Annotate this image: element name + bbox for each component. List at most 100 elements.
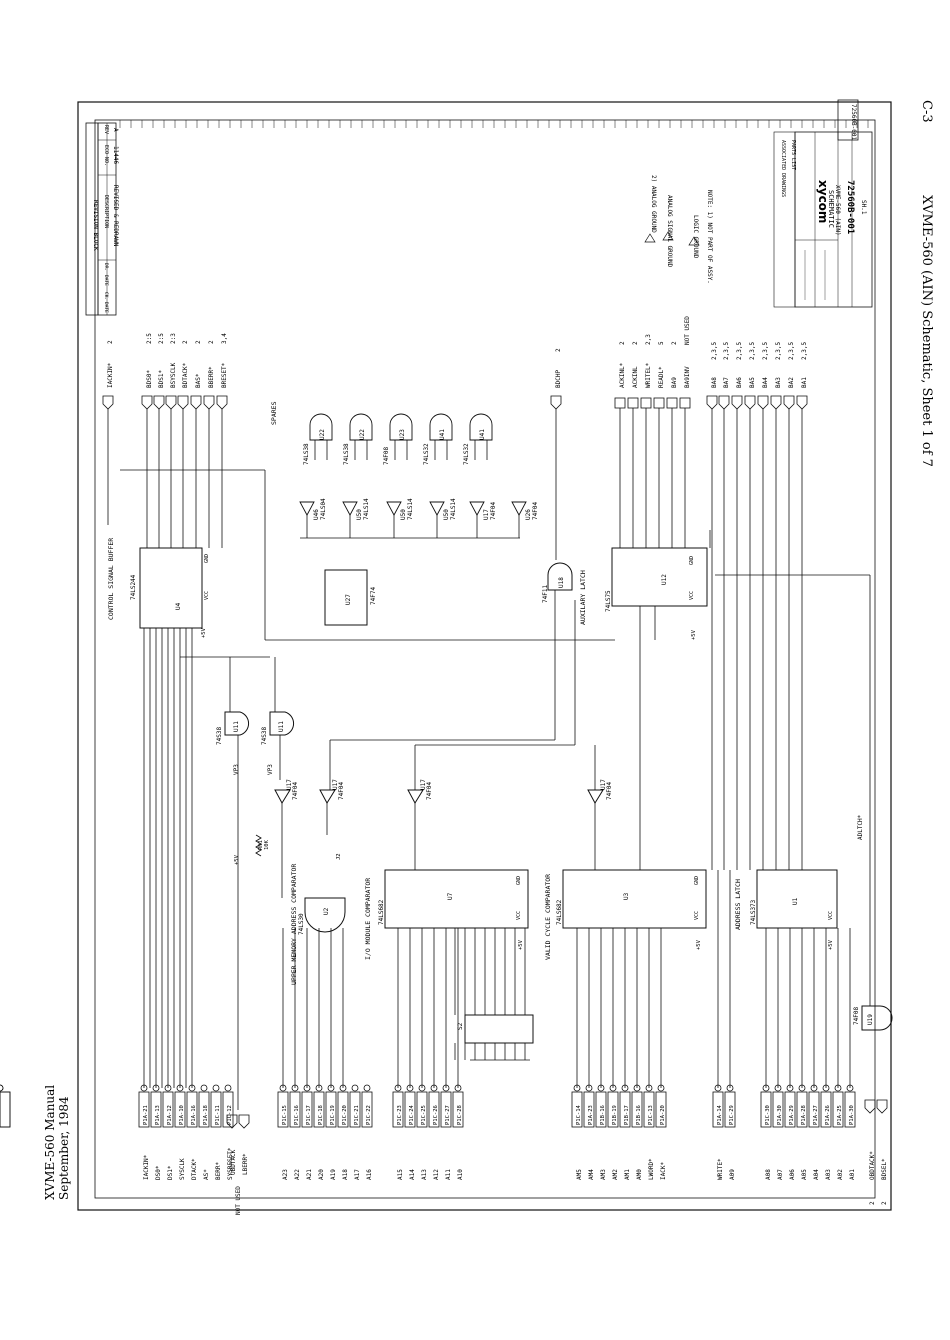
right-addr-name-1: BA7 xyxy=(723,377,730,388)
right-mid-ref-1: 2 xyxy=(632,341,639,345)
right-addr-ref-5: 2,3,5 xyxy=(775,342,782,360)
sheet-title: XVME-560 (AIN) Schematic, Sheet 1 of 7 xyxy=(919,195,934,467)
left-g1-con-2: P1A-12 xyxy=(167,1105,173,1125)
left-g4-con-2: P1B-16 xyxy=(600,1105,606,1125)
label-io-module-comparator: I/O MODULE COMPARATOR xyxy=(364,878,372,960)
spare-gates: 74LS38U2274LS38U2274F08U2374LS32U4174LS3… xyxy=(299,413,539,539)
u4-vcc: VCC xyxy=(204,591,210,600)
left-g2-name-2: A21 xyxy=(306,1169,313,1180)
u3-vcc: VCC xyxy=(694,911,700,920)
u4-part: 74LS244 xyxy=(130,574,137,600)
vp3-label-b: VP3 xyxy=(267,764,274,775)
left-g2-name-4: A19 xyxy=(330,1169,337,1180)
u1-vcc: VCC xyxy=(828,911,834,920)
drawing-number: 72560B-001 xyxy=(845,180,855,234)
vp3-label-a: VP3 xyxy=(233,764,240,775)
right-conn-name-2: BDS1* xyxy=(158,370,165,388)
u11b-ref: U11 xyxy=(278,721,285,732)
right-conn-4: BDTACK*2 xyxy=(177,340,189,410)
left-g3-con-2: P1C-25 xyxy=(421,1105,427,1125)
left-g4-name-4: AM1 xyxy=(624,1169,631,1180)
left-g2-con-3: P1C-18 xyxy=(318,1105,324,1125)
left-g7-ref-0: 2 xyxy=(869,1201,876,1205)
left-g4-con-7: P1A-20 xyxy=(660,1105,666,1125)
u2-part: 74LS30 xyxy=(298,913,305,935)
left-g2-con-4: P1C-19 xyxy=(330,1105,336,1125)
u12-ref: U12 xyxy=(661,574,668,585)
rev-col-date: DATE xyxy=(103,275,109,286)
title-block: xycom SCHEMATIC XVME-560 (AIN) 72560B-00… xyxy=(773,99,873,308)
revision-block: REVISION BLOCK REV ECO NO. DESCRIPTION D… xyxy=(85,122,119,316)
inverter-u17c: 74F04 U17 xyxy=(407,779,433,805)
right-conn-name-5: BAS* xyxy=(195,373,202,388)
page-number: C-3 xyxy=(919,100,934,123)
left-g1-9: LBERR* xyxy=(0,0,22,1128)
right-conn-ref-4: 2 xyxy=(182,340,189,344)
left-g3-name-3: A12 xyxy=(433,1169,440,1180)
analog-ground-icon xyxy=(644,233,656,243)
drawing-border xyxy=(77,101,892,1211)
right-addr-name-5: BA3 xyxy=(775,377,782,388)
spare-inv-ref-3: U50 xyxy=(443,509,450,520)
left-g4-name-7: IACK* xyxy=(660,1162,667,1180)
note-logic-ground: LOGIC GROUND xyxy=(692,215,699,259)
left-g7-name-0: OBDTACK* xyxy=(869,1151,876,1180)
left-connectors: P1A-21IACKIN*P1A-13DS0*P1A-12DS1*P1A-10S… xyxy=(0,0,888,1215)
right-conn-ref-1: 2:5 xyxy=(146,333,153,344)
inverter-u17a: 74F04 U17 xyxy=(274,779,299,805)
manual-header: XVME-560 Manual September, 1984 xyxy=(40,1050,80,1200)
left-g2-con-0: P1C-15 xyxy=(282,1105,288,1125)
left-g2-name-7: A16 xyxy=(366,1169,373,1180)
u27-part: 74F74 xyxy=(370,587,377,605)
left-g6-con-0: P1C-30 xyxy=(765,1105,771,1125)
plus5v-u4: +5V xyxy=(201,627,207,638)
right-conn-7: BRESET*3,4 xyxy=(216,333,228,410)
gate-u18: 74F11 U18 xyxy=(542,562,573,603)
right-conn-ref-2: 2:5 xyxy=(158,333,165,344)
u12-part: 74LS75 xyxy=(605,590,612,612)
left-g4-con-1: P1A-23 xyxy=(588,1105,594,1125)
u12-vcc: VCC xyxy=(689,591,695,600)
u18-ref: U18 xyxy=(558,577,565,588)
u7-part: 74LS682 xyxy=(378,899,385,925)
left-g2-name-3: A20 xyxy=(318,1169,325,1180)
left-g2-name-5: A18 xyxy=(342,1169,349,1180)
notes: 2) ANALOG GROUND ANALOG SIGNAL GROUND LO… xyxy=(644,175,713,284)
left-g1-con-6: P1C-11 xyxy=(215,1105,221,1125)
u11a-ref: U11 xyxy=(233,721,240,732)
label-valid-cycle-comparator: VALID CYCLE COMPARATOR xyxy=(544,874,552,960)
u17a-part: 74F04 xyxy=(292,782,299,800)
left-g3-name-4: A11 xyxy=(445,1169,452,1180)
right-addr-ref-6: 2,3,5 xyxy=(788,342,795,360)
left-g3-con-5: P1C-28 xyxy=(457,1105,463,1125)
chip-u12: 74LS75 U12 VCC GND xyxy=(605,547,708,612)
rev-row-eco: 11446 xyxy=(112,146,119,164)
left-g4-con-6: P1C-13 xyxy=(648,1105,654,1125)
left-g2-con-6: P1C-21 xyxy=(354,1105,360,1125)
gate-u11a: 74S38 U11 xyxy=(216,711,249,745)
right-mid-3: READL*5 xyxy=(653,341,665,409)
